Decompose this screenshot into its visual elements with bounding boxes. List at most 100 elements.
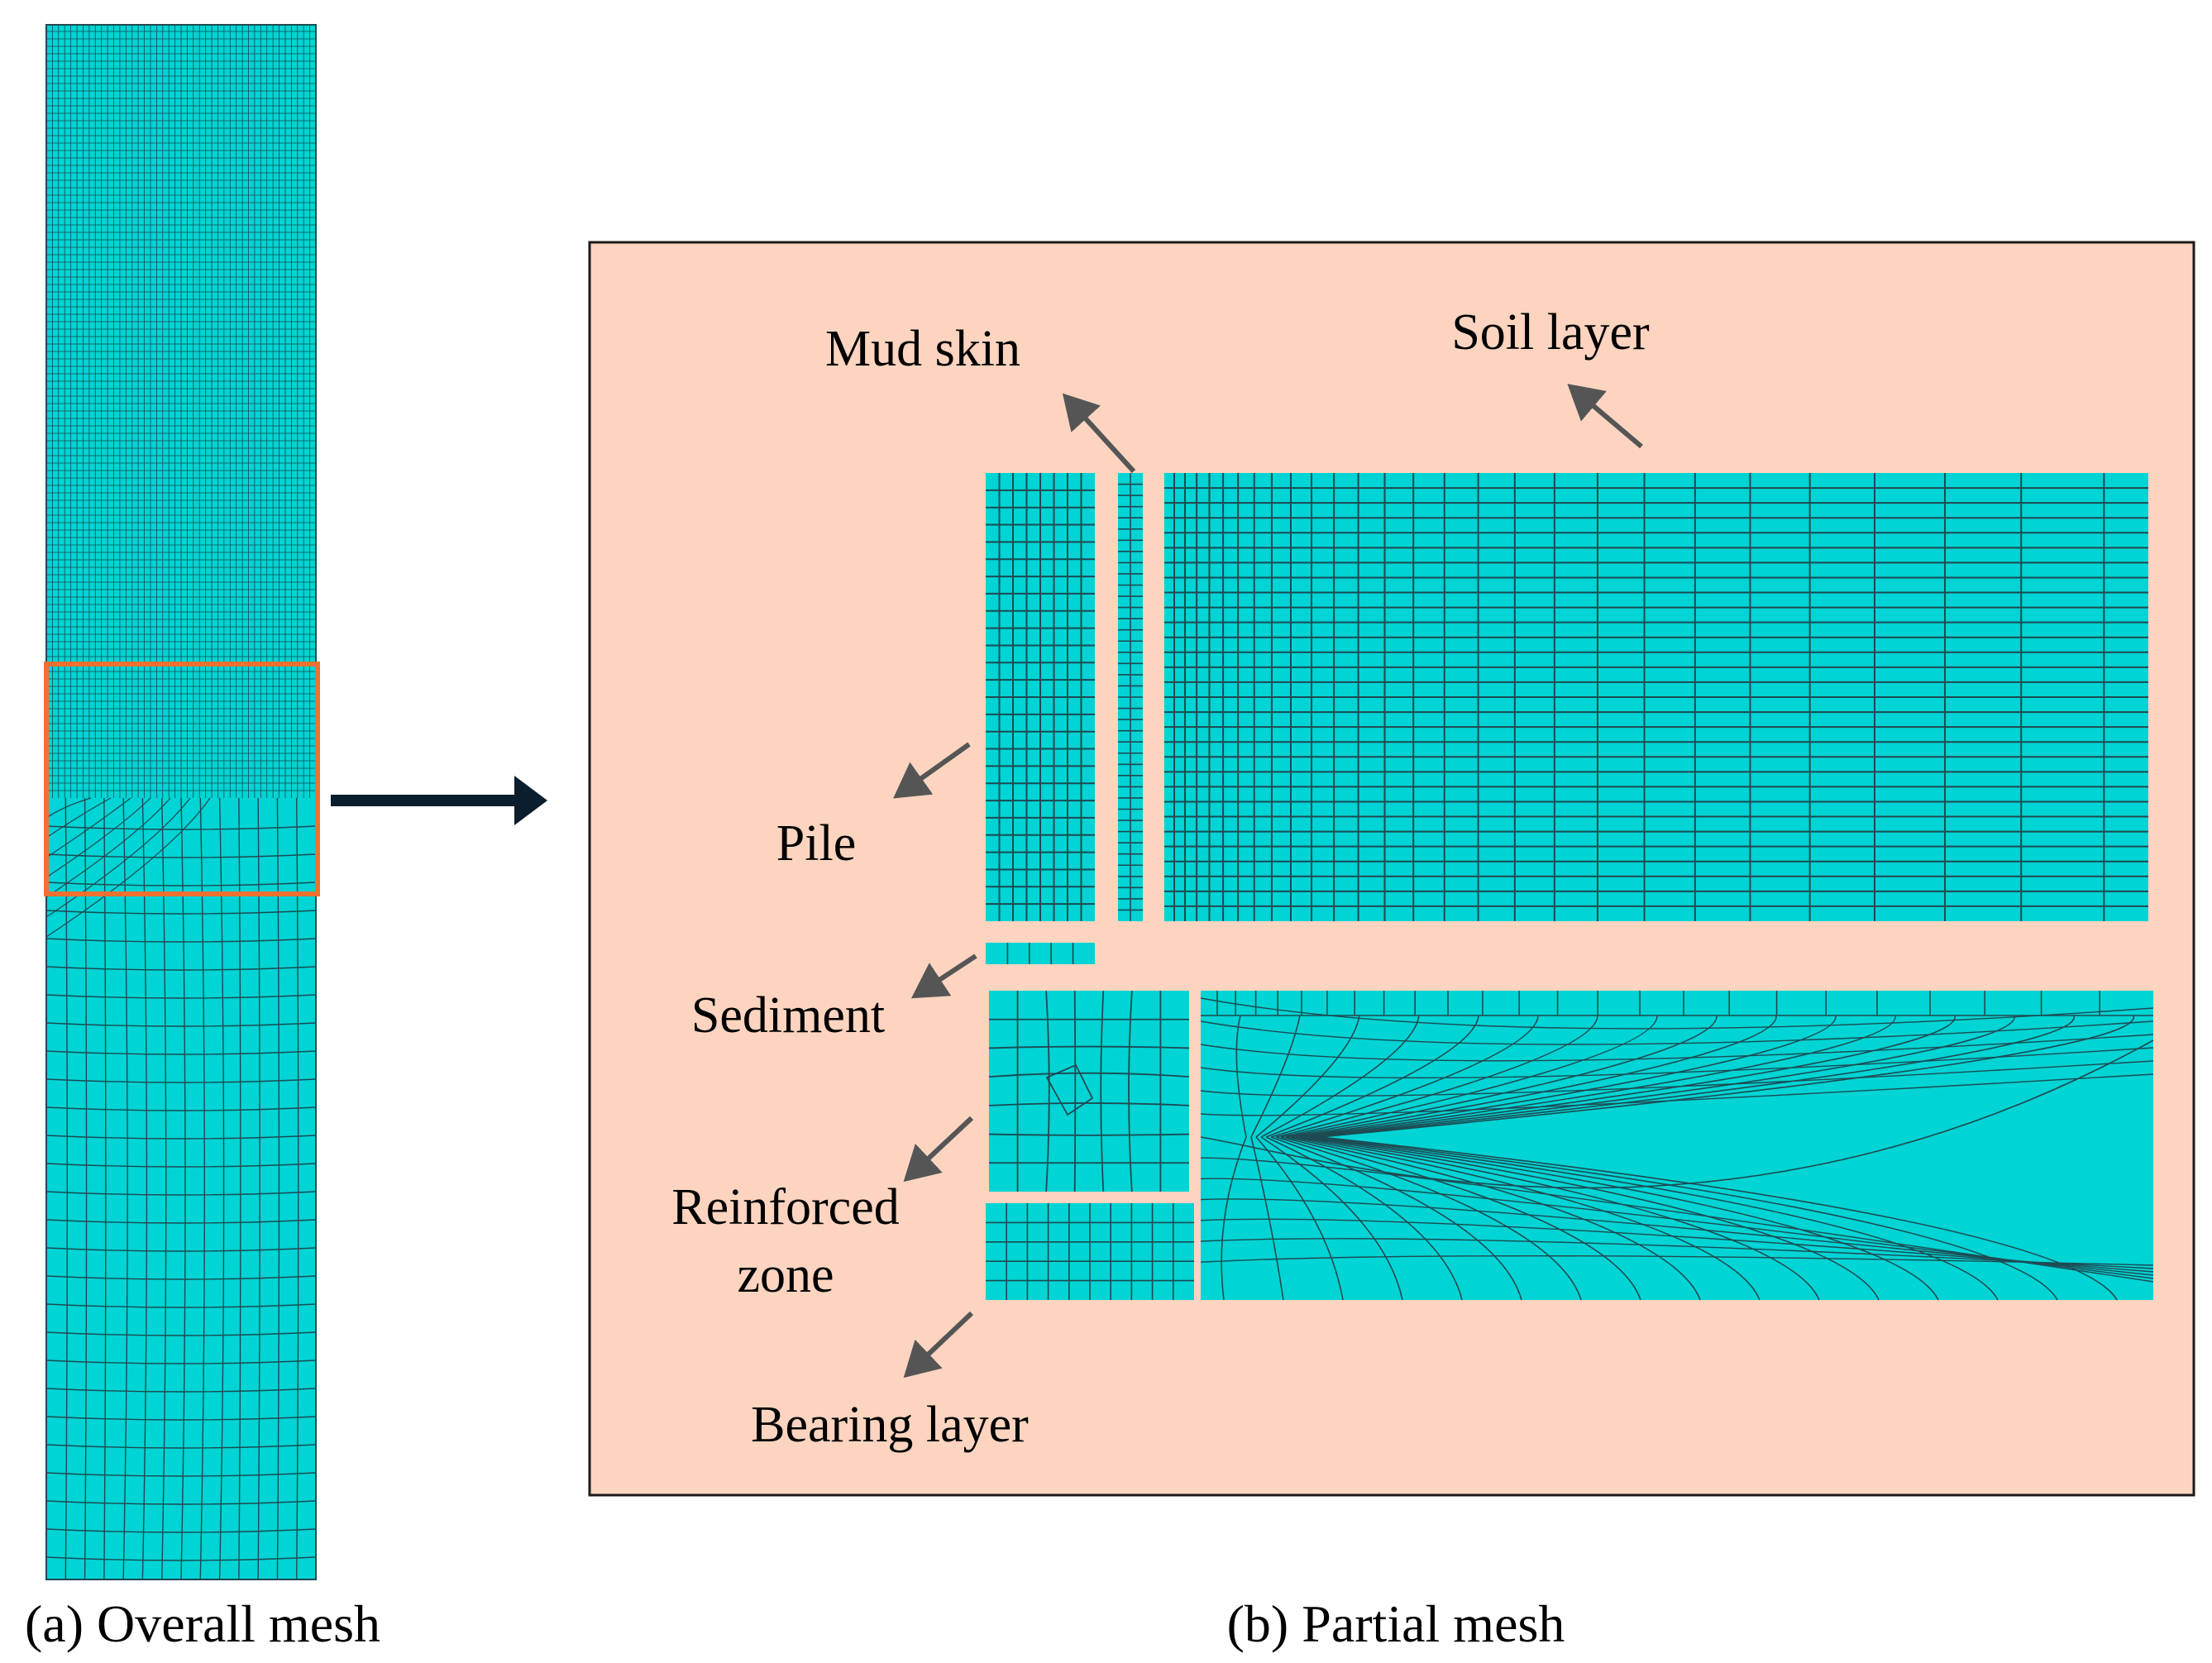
- mesh-line: [1200, 1047, 2154, 1079]
- reinforced-zone-mesh-grid: [988, 990, 1190, 1192]
- mesh-line: [1260, 1136, 1403, 1301]
- mesh-line: [1320, 1136, 2118, 1301]
- pile-leader-arrow-icon: [893, 742, 971, 799]
- mesh-line: [45, 797, 151, 878]
- caption-b: (b) Partial mesh: [1227, 1594, 1565, 1653]
- mesh-line: [1200, 1178, 2154, 1279]
- mesh-line: [45, 1078, 317, 1083]
- mesh-line: [1128, 990, 1133, 1192]
- mesh-line: [1305, 1015, 1956, 1138]
- mesh-line: [45, 1331, 317, 1336]
- overall-mesh-coarse-grid: [45, 797, 317, 1580]
- mesh-line: [45, 797, 211, 938]
- mesh-line: [45, 910, 317, 915]
- mesh-line: [1275, 1015, 1598, 1138]
- mesh-line: [1200, 1020, 2154, 1045]
- caption-a: (a) Overall mesh: [25, 1594, 380, 1653]
- mesh-line: [1290, 1015, 1777, 1138]
- mesh-line: [218, 797, 225, 1580]
- mesh-line: [1315, 1136, 2058, 1301]
- mesh-line: [45, 825, 317, 830]
- mesh-line: [180, 797, 186, 1580]
- mesh-line: [45, 1219, 317, 1224]
- mesh-line: [45, 1528, 317, 1533]
- mesh-line: [1200, 1198, 2154, 1276]
- mesh-line: [1280, 1015, 1658, 1138]
- mesh-line: [1310, 1136, 1999, 1301]
- mesh-line: [988, 1102, 1190, 1106]
- mesh-line: [1255, 1015, 1360, 1138]
- mesh-line: [141, 797, 148, 1580]
- mesh-line: [1265, 1015, 1479, 1138]
- mesh-line: [161, 797, 167, 1580]
- mesh-line: [276, 797, 280, 1580]
- mesh-line: [45, 1106, 317, 1111]
- mesh-line: [257, 797, 260, 1580]
- pile-mesh-grid: [986, 473, 1095, 921]
- mesh-line: [1200, 1238, 2154, 1269]
- mesh-line: [1221, 1136, 1247, 1301]
- mesh-line: [1285, 1136, 1701, 1301]
- sediment-leader-arrow-icon: [910, 953, 977, 999]
- bearing-layer-mesh-grid: [986, 1203, 1194, 1300]
- bearing-layer-leader-arrow-icon: [903, 1311, 974, 1379]
- pile-label: Pile: [776, 815, 856, 872]
- mesh-line: [988, 1072, 1190, 1078]
- right-arrow-icon: [331, 776, 547, 825]
- reinforced-zone-leader-arrow-icon: [903, 1116, 974, 1183]
- mesh-line: [1305, 1136, 1939, 1301]
- soil-layer-label: Soil layer: [1451, 304, 1650, 361]
- mesh-line: [1200, 1254, 2154, 1266]
- mesh-line: [45, 1050, 317, 1055]
- mesh-line: [1315, 1015, 2075, 1138]
- sediment-mesh: [986, 943, 1095, 964]
- mesh-line: [45, 1556, 317, 1561]
- mesh-line: [1250, 1015, 1301, 1138]
- mesh-line: [1045, 990, 1050, 1192]
- mesh-line: [103, 797, 107, 1580]
- mesh-line: [45, 1275, 317, 1280]
- mesh-line: [45, 1191, 317, 1196]
- mesh-line: [1320, 1015, 2134, 1138]
- mesh-line: [988, 1045, 1190, 1049]
- mud-skin-leader-arrow-icon: [1062, 393, 1136, 474]
- mesh-line: [1295, 1015, 1837, 1138]
- mesh-line: [1073, 990, 1077, 1192]
- mesh-line: [45, 797, 92, 819]
- mesh-line: [1300, 1015, 1896, 1138]
- mesh-line: [84, 797, 88, 1580]
- mesh-line: [45, 994, 317, 999]
- mesh-line: [199, 797, 205, 1580]
- mesh-line: [1200, 1073, 2154, 1116]
- mesh-line: [1310, 1015, 2015, 1138]
- mesh-line: [1200, 1039, 2154, 1189]
- reinforced-zone-label-line2: zone: [737, 1247, 834, 1303]
- mesh-line: [1300, 1136, 1880, 1301]
- mesh-line: [45, 797, 171, 898]
- bearing-layer-large-mesh: [1201, 991, 2153, 1300]
- mesh-line: [45, 1472, 317, 1477]
- mesh-line: [45, 1360, 317, 1364]
- mesh-line: [45, 797, 131, 858]
- mesh-line: [45, 1444, 317, 1449]
- bearing-layer-large-mesh-grid: [1200, 991, 2154, 1301]
- mesh-line: [45, 1500, 317, 1505]
- partial-mesh-panel: Mud skin Soil layer Pile Sediment Reinfo…: [588, 241, 2195, 1497]
- mesh-line: [45, 966, 317, 971]
- mesh-line: [45, 938, 317, 943]
- mesh-line: [1200, 1157, 2154, 1283]
- mesh-line: [1260, 1015, 1420, 1138]
- mesh-line: [45, 1303, 317, 1308]
- mesh-line: [1255, 1136, 1344, 1301]
- sediment-label: Sediment: [691, 987, 885, 1044]
- mesh-line: [45, 1388, 317, 1393]
- mesh-line: [1200, 1218, 2154, 1273]
- mesh-line: [45, 882, 317, 886]
- mud-skin-mesh-grid: [1118, 473, 1143, 921]
- mesh-line: [238, 797, 241, 1580]
- mesh-line: [45, 1135, 317, 1140]
- mesh-line: [1200, 997, 2154, 1030]
- mesh-line: [45, 1247, 317, 1252]
- overall-mesh-fine-grid: [46, 25, 316, 798]
